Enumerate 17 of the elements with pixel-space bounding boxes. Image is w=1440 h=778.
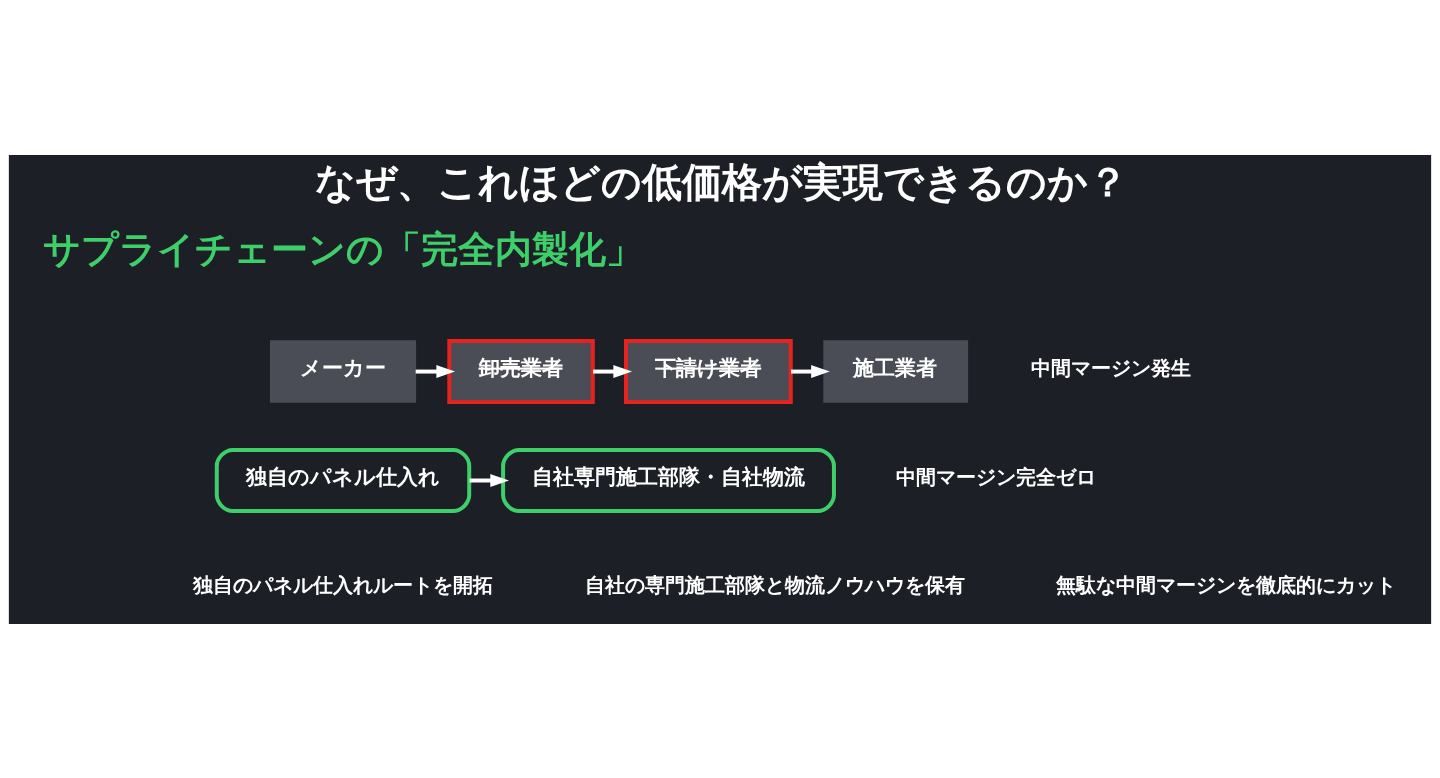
arrow xyxy=(593,364,633,378)
diagram-title: なぜ、これほどの低価格が実現できるのか？ xyxy=(314,158,1128,205)
node-label: 中間マージン発生 xyxy=(1030,356,1191,380)
label: サプライチェーンの「完全内製化」 xyxy=(43,226,644,271)
node-box: 施工業者 xyxy=(823,339,969,403)
node-box: 卸売業者 xyxy=(447,338,595,404)
label: 自社の専門施工部隊と物流ノウハウを保有 xyxy=(584,573,965,597)
node-box: 自社専門施工部隊・自社物流 xyxy=(501,447,836,513)
label: 無駄な中間マージンを徹底的にカット xyxy=(1056,573,1397,597)
node-box: 独自のパネル仕入れ xyxy=(214,447,472,513)
label: 独自のパネル仕入れルートを開拓 xyxy=(192,573,493,597)
arrow xyxy=(415,364,456,378)
node-label: 中間マージン完全ゼロ xyxy=(896,465,1097,489)
node-box: メーカー xyxy=(269,339,417,403)
arrow xyxy=(469,473,509,487)
arrow xyxy=(791,364,830,378)
node-box: 下請け業者 xyxy=(624,338,793,404)
